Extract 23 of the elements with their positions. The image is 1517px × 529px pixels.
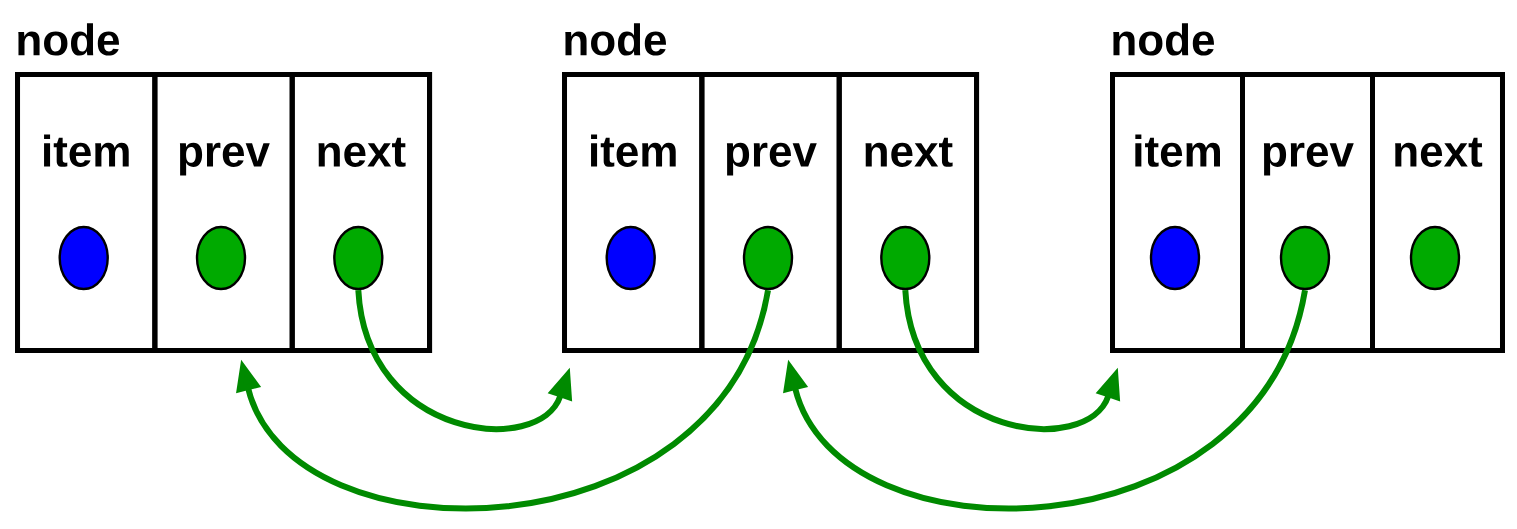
field-cell: next [1370, 72, 1505, 353]
field-cell: next [289, 72, 433, 353]
field-cell: item [1110, 72, 1245, 353]
pointer-dot [1149, 225, 1201, 291]
field-cell: prev [699, 72, 842, 353]
pointer-dot [605, 225, 656, 291]
field-cell: item [562, 72, 705, 353]
pointer-dot [1279, 225, 1331, 291]
pointer-dot [58, 225, 109, 291]
node-label: node [18, 23, 120, 56]
node-label: node [565, 23, 667, 56]
pointer-dot [742, 225, 794, 291]
node-label: node [1113, 23, 1215, 56]
arrow [236, 289, 771, 512]
pointer-dot [195, 225, 247, 291]
field-cell: prev [1240, 72, 1375, 353]
arrow [783, 289, 1308, 512]
field-cell: prev [152, 72, 295, 353]
field-cell: item [15, 72, 158, 353]
pointer-dot [880, 225, 931, 291]
pointer-dot [333, 225, 384, 291]
pointer-dot [1409, 225, 1461, 291]
field-cell: next [836, 72, 980, 353]
